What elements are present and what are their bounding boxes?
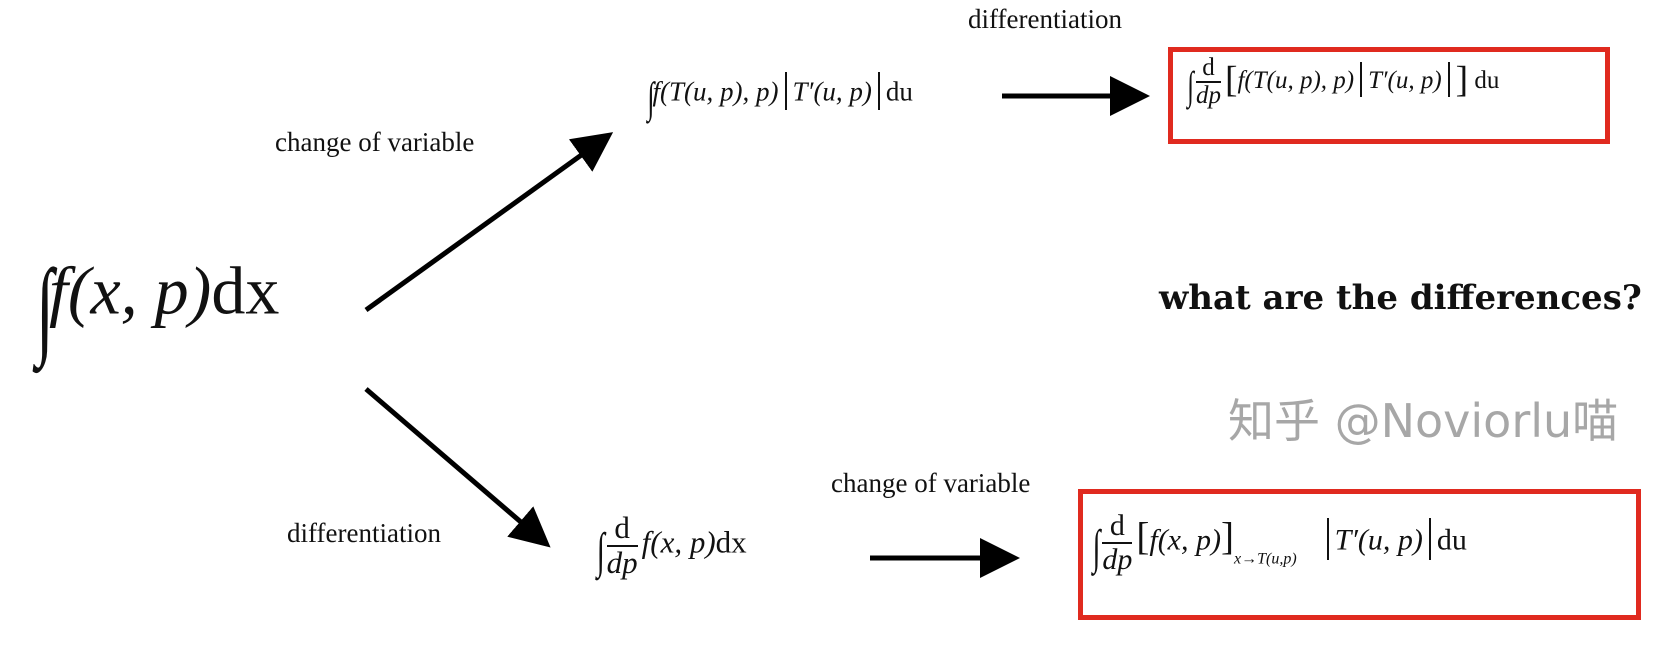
arrow-lower-diagonal <box>364 387 551 548</box>
bracket-content: f(x, p) <box>1149 523 1221 557</box>
bracket-content: f(T(u, p), p) <box>1237 66 1355 94</box>
upper-expression: ∫f(T(u, p), p)T′(u, p)du <box>645 72 913 123</box>
arrow-upper-diagonal <box>364 132 614 313</box>
jacobian: T′(u, p) <box>1368 66 1442 94</box>
differential: dx <box>211 252 280 329</box>
source-integral: ∫f(x, p)dx <box>30 245 279 371</box>
differential: du <box>885 76 913 107</box>
lower-result-box <box>1078 489 1641 620</box>
integral-sign: ∫ <box>35 247 54 368</box>
integrand: f(x, p) <box>641 524 716 560</box>
edge-label-upper-second: differentiation <box>968 4 1122 34</box>
substitution: x→T(u,p) <box>1234 550 1297 568</box>
edge-label-upper: change of variable <box>275 127 475 157</box>
edge-label-lower: differentiation <box>287 518 441 548</box>
jacobian: T′(u, p) <box>1334 523 1423 557</box>
differential: dx <box>715 524 747 560</box>
upper-result-box <box>1168 47 1610 144</box>
differential: du <box>1436 523 1467 557</box>
differential: du <box>1474 66 1500 94</box>
integrand: f(T(u, p), p) <box>652 76 779 107</box>
integrand: f(x, p) <box>48 252 212 329</box>
question-text: what are the differences? <box>1159 278 1642 318</box>
jacobian: T′(u, p) <box>792 76 872 107</box>
watermark: 知乎 @Noviorlu喵 <box>1228 394 1619 448</box>
edge-label-lower-second: change of variable <box>831 468 1031 498</box>
